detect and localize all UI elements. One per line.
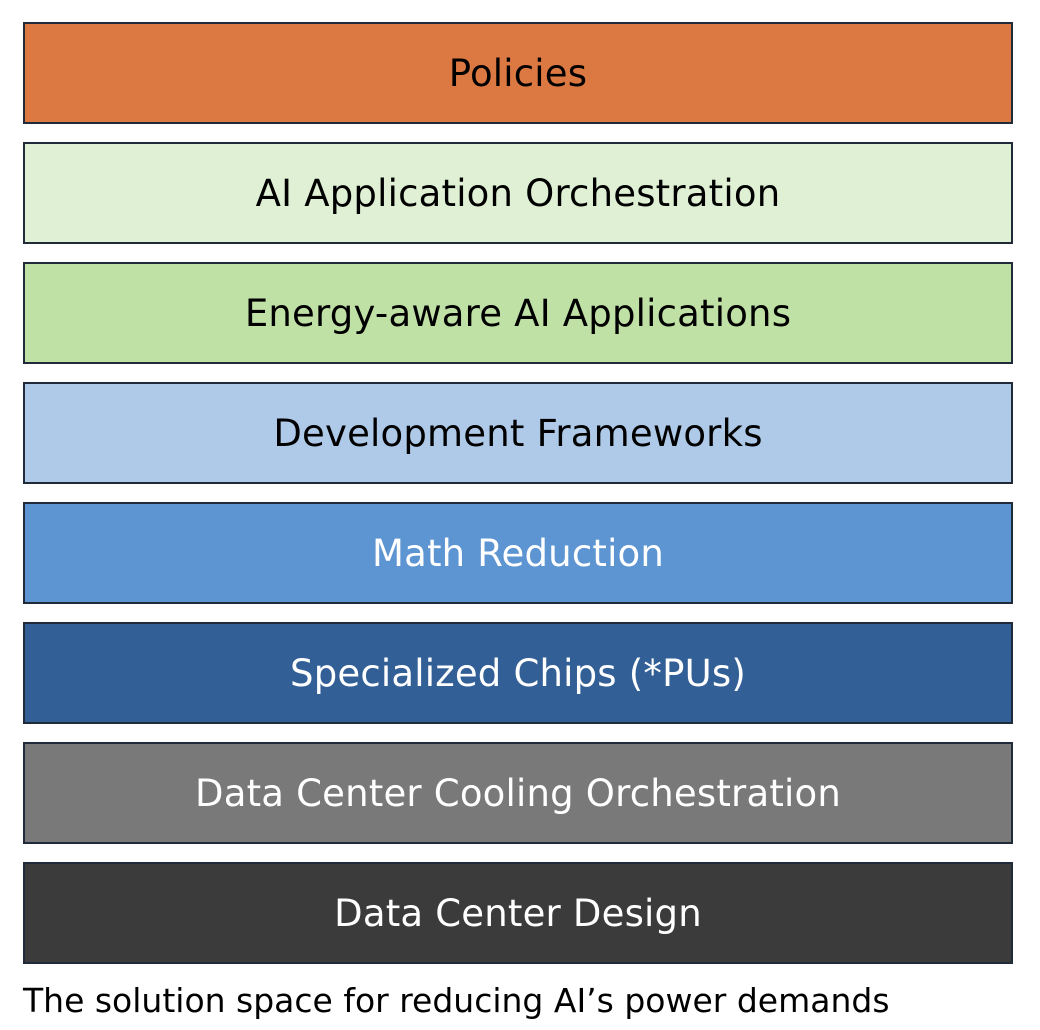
layer-data-center-design: Data Center Design — [23, 862, 1013, 964]
layer-development-frameworks: Development Frameworks — [23, 382, 1013, 484]
layer-label: Development Frameworks — [273, 411, 763, 455]
layer-label: Policies — [448, 51, 588, 95]
layer-data-center-cooling-orchestration: Data Center Cooling Orchestration — [23, 742, 1013, 844]
layer-label: Specialized Chips (*PUs) — [290, 651, 746, 695]
layer-label: Data Center Cooling Orchestration — [195, 771, 841, 815]
layer-math-reduction: Math Reduction — [23, 502, 1013, 604]
layer-label: AI Application Orchestration — [255, 171, 781, 215]
layer-label: Energy-aware AI Applications — [244, 291, 792, 335]
layer-policies: Policies — [23, 22, 1013, 124]
layer-label: Math Reduction — [371, 531, 665, 575]
layer-stack: Policies AI Application Orchestration En… — [23, 22, 1013, 964]
layer-label: Data Center Design — [334, 891, 702, 935]
layer-specialized-chips: Specialized Chips (*PUs) — [23, 622, 1013, 724]
layer-ai-application-orchestration: AI Application Orchestration — [23, 142, 1013, 244]
figure-caption: The solution space for reducing AI’s pow… — [23, 981, 890, 1020]
layer-energy-aware-ai-applications: Energy-aware AI Applications — [23, 262, 1013, 364]
